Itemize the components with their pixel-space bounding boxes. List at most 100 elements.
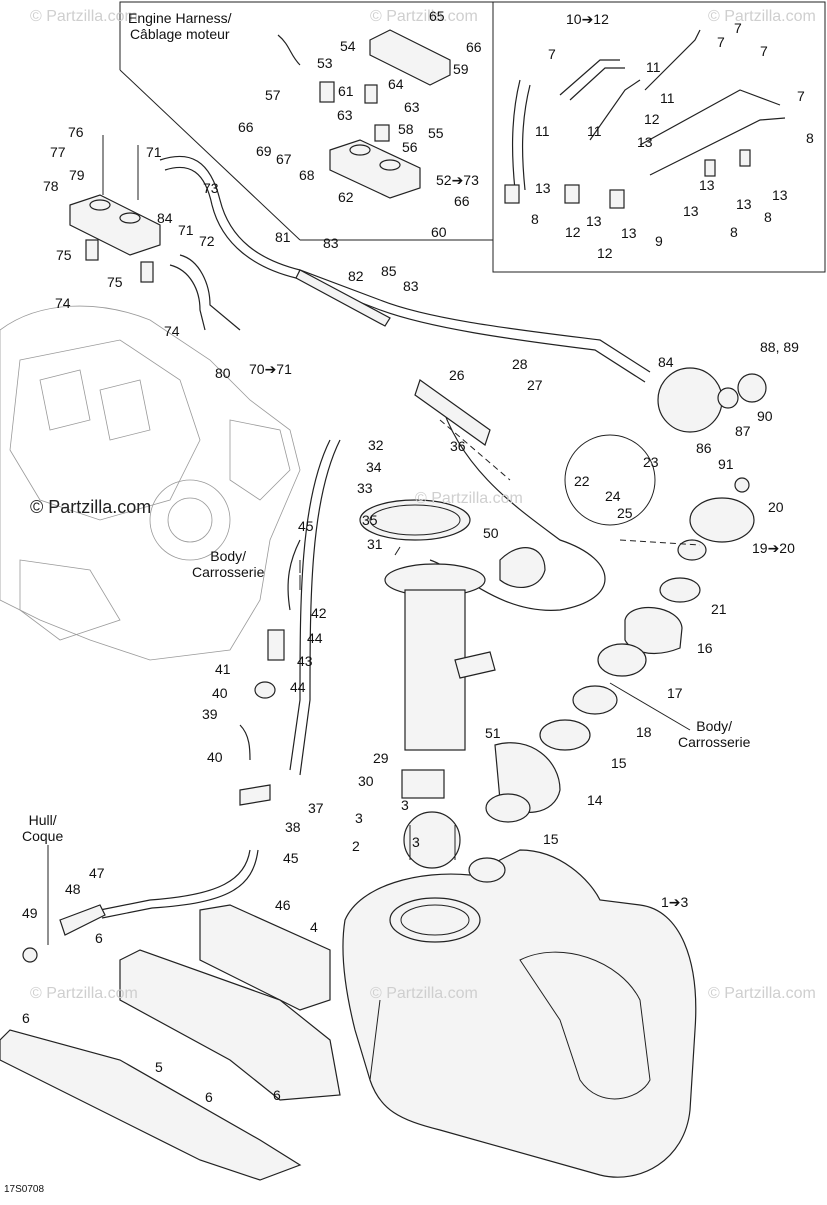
watermark: © Partzilla.com	[708, 985, 816, 1002]
watermark: © Partzilla.com	[30, 8, 138, 25]
callout-18: 18	[636, 724, 652, 740]
callout-36: 36	[450, 438, 466, 454]
callout-71: 71	[178, 222, 194, 238]
callout-83: 83	[403, 278, 419, 294]
callout-25: 25	[617, 505, 633, 521]
callout-17: 17	[667, 685, 683, 701]
callout-24: 24	[605, 488, 621, 504]
fuel-tank	[342, 811, 697, 1178]
callout-12: 12	[644, 111, 660, 127]
callout-87: 87	[735, 423, 751, 439]
callout-54: 54	[340, 38, 356, 54]
callout-6: 6	[273, 1087, 281, 1103]
callout-11: 11	[660, 90, 675, 106]
callout-13: 13	[586, 213, 602, 229]
callout-70-71: 70➔71	[249, 361, 292, 377]
fuel-pump-assembly	[359, 379, 546, 799]
callout-21: 21	[711, 601, 727, 617]
callout-48: 48	[65, 881, 81, 897]
callout-42: 42	[311, 605, 327, 621]
callout-56: 56	[402, 139, 418, 155]
straps	[504, 29, 786, 209]
callout-66: 66	[238, 119, 254, 135]
callout-60: 60	[431, 224, 447, 240]
note-body-right: Body/ Carrosserie	[678, 718, 751, 750]
callout-71: 71	[146, 144, 162, 160]
callout-19-20: 19➔20	[752, 540, 795, 556]
callout-76: 76	[68, 124, 84, 140]
callout-13: 13	[535, 180, 551, 196]
callout-47: 47	[89, 865, 105, 881]
callout-50: 50	[483, 525, 499, 541]
callout-67: 67	[276, 151, 292, 167]
callout-33: 33	[357, 480, 373, 496]
engine-ghost	[0, 305, 301, 661]
callout-29: 29	[373, 750, 389, 766]
callout-15: 15	[543, 831, 559, 847]
callout-35: 35	[362, 512, 378, 528]
callout-81: 81	[275, 229, 291, 245]
callout-7: 7	[760, 43, 768, 59]
callout-13: 13	[736, 196, 752, 212]
callout-73: 73	[203, 180, 219, 196]
watermark: © Partzilla.com	[30, 497, 152, 517]
callout-90: 90	[757, 408, 773, 424]
callout-11: 11	[535, 123, 550, 139]
callout-84: 84	[157, 210, 173, 226]
callout-6: 6	[22, 1010, 30, 1026]
hoses-upper	[159, 155, 651, 611]
fuel-rail-inset	[277, 29, 451, 199]
vent-line	[22, 439, 341, 963]
callout-12: 12	[597, 245, 613, 261]
callout-15: 15	[611, 755, 627, 771]
callout-13: 13	[772, 187, 788, 203]
callout-13: 13	[699, 177, 715, 193]
callout-8: 8	[764, 209, 772, 225]
callout-66: 66	[454, 193, 470, 209]
callout-84: 84	[658, 354, 674, 370]
callout-2: 2	[352, 838, 360, 854]
callout-75: 75	[56, 247, 72, 263]
callout-49: 49	[22, 905, 38, 921]
filler-neck	[485, 367, 767, 823]
callout-39: 39	[202, 706, 218, 722]
callout-44: 44	[307, 630, 323, 646]
callout-27: 27	[527, 377, 543, 393]
watermark: © Partzilla.com	[708, 8, 816, 25]
callout-30: 30	[358, 773, 374, 789]
callout-55: 55	[428, 125, 444, 141]
callout-6: 6	[205, 1089, 213, 1105]
callout-61: 61	[338, 83, 354, 99]
callout-62: 62	[338, 189, 354, 205]
callout-4: 4	[310, 919, 318, 935]
watermark: © Partzilla.com	[370, 8, 478, 25]
callout-40: 40	[207, 749, 223, 765]
callout-3: 3	[355, 810, 363, 826]
callout-3: 3	[412, 834, 420, 850]
callout-72: 72	[199, 233, 215, 249]
drawing-code: 17S0708	[4, 1184, 45, 1195]
callout-13: 13	[637, 134, 653, 150]
watermark: © Partzilla.com	[415, 490, 523, 507]
callout-40: 40	[212, 685, 228, 701]
callout-7: 7	[734, 20, 742, 36]
tank-pads	[0, 904, 341, 1181]
callout-22: 22	[574, 473, 590, 489]
watermark: © Partzilla.com	[370, 985, 478, 1002]
callout-12: 12	[565, 224, 581, 240]
callout-58: 58	[398, 121, 414, 137]
callout-37: 37	[308, 800, 324, 816]
callout-68: 68	[299, 167, 315, 183]
callout-69: 69	[256, 143, 272, 159]
callout-38: 38	[285, 819, 301, 835]
note-body-left: Body/ Carrosserie	[192, 548, 265, 580]
callout-53: 53	[317, 55, 333, 71]
callout-45: 45	[298, 518, 314, 534]
note-hull: Hull/ Coque	[22, 812, 64, 844]
callout-41: 41	[215, 661, 231, 677]
callout-32: 32	[368, 437, 384, 453]
callout-31: 31	[367, 536, 383, 552]
callout-9: 9	[655, 233, 663, 249]
